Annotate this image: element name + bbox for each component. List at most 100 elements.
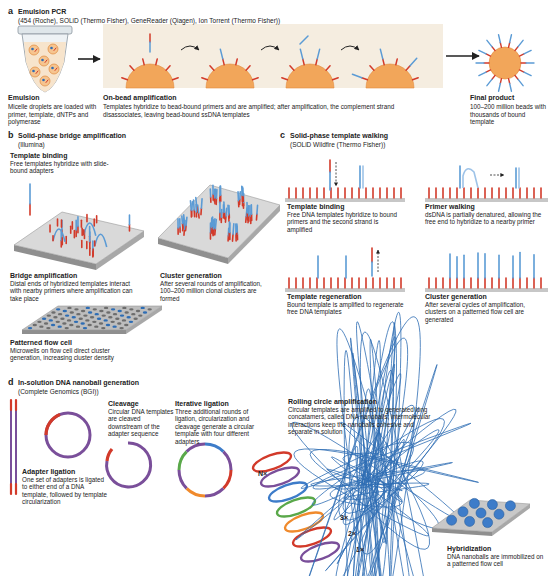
micelle — [39, 56, 49, 66]
dna-strand — [77, 226, 79, 232]
immobilized-nanoball — [447, 515, 457, 525]
flow-cell — [22, 306, 162, 330]
immobilized-nanoball — [469, 498, 479, 508]
bound-primer — [344, 188, 346, 198]
bound-primer — [337, 278, 339, 288]
microwell — [117, 322, 121, 324]
circular-template — [223, 452, 231, 470]
concatemer-loop — [259, 464, 301, 491]
dna-strand — [499, 83, 501, 91]
dna-strand — [72, 222, 74, 229]
template-dot — [32, 70, 35, 73]
microwell — [124, 311, 128, 313]
bound-primer — [330, 278, 332, 288]
tube-lid — [18, 26, 72, 34]
step-description: Free templates hybridize with slide-boun… — [10, 160, 120, 175]
dna-strand — [190, 210, 192, 216]
panel-heading: Cluster generation — [160, 272, 270, 280]
bound-primer — [323, 278, 325, 288]
dna-strand — [524, 72, 531, 75]
dna-strand — [515, 168, 517, 188]
dna-strand — [256, 214, 258, 220]
microwell — [147, 308, 151, 310]
immobilized-nanoball — [483, 518, 493, 528]
dna-template — [15, 402, 17, 492]
microwell — [47, 314, 51, 316]
bound-primer — [386, 278, 388, 288]
bound-primer — [379, 188, 381, 198]
microwell — [106, 324, 110, 326]
panel-subtitle: (Illumina) — [18, 141, 218, 149]
microwell — [112, 325, 116, 327]
dna-strand — [219, 202, 221, 213]
dna-strand — [487, 40, 492, 46]
adapter — [15, 400, 17, 410]
free-template — [29, 184, 31, 204]
dna-strand — [456, 257, 458, 278]
panel-heading: Hybridization — [447, 545, 547, 553]
dna-strand — [220, 186, 222, 195]
microwell — [92, 321, 96, 323]
microwell — [102, 314, 106, 316]
step-description: After several cycles of amplification, c… — [425, 301, 547, 323]
microwell — [90, 316, 94, 318]
bound-primer — [316, 278, 318, 288]
dna-strand — [83, 230, 85, 235]
step-heading: Final product — [470, 94, 550, 102]
dna-strand — [498, 255, 500, 278]
dna-strand — [177, 219, 179, 228]
bound-primer — [512, 188, 514, 198]
microwell — [133, 318, 137, 320]
adapter — [187, 488, 205, 496]
callout-number: 2× — [348, 530, 368, 538]
step-description: Microwells on flow cell direct cluster g… — [10, 347, 120, 362]
dna-strand — [512, 256, 514, 278]
dna-strand — [515, 76, 518, 80]
dna-strand — [213, 229, 215, 235]
tube-body — [22, 34, 68, 92]
dna-strand — [191, 211, 193, 217]
bound-primer — [498, 278, 500, 288]
template-dot — [31, 48, 34, 51]
dna-strand — [75, 220, 77, 230]
dna-strand — [215, 220, 217, 229]
dna-strand — [198, 213, 200, 218]
microwell — [110, 321, 114, 323]
microwell — [140, 307, 144, 309]
microwell — [122, 307, 126, 309]
bound-primer — [400, 278, 402, 288]
dna-strand — [81, 228, 83, 235]
dna-strand — [251, 214, 253, 220]
microwell — [99, 310, 103, 312]
bound-primer — [309, 188, 311, 198]
microwell — [72, 316, 76, 318]
microwell — [85, 319, 89, 321]
panel-heading: Emulsion PCR — [18, 8, 218, 16]
microwell — [65, 314, 69, 316]
panel-heading: Solid-phase bridge amplification — [18, 132, 268, 140]
bound-primer — [351, 278, 353, 288]
microwell — [120, 314, 124, 316]
primer-line — [54, 48, 56, 51]
dna-strand — [212, 194, 214, 200]
dna-strand — [499, 35, 501, 43]
step-description: Bound template is amplified to regenerat… — [287, 301, 405, 316]
dna-strand — [86, 215, 88, 222]
motion-arrow — [336, 162, 337, 186]
panel-heading: Cleavage — [108, 400, 178, 408]
panel-heading: Cluster generation — [425, 293, 545, 301]
bound-primer — [358, 278, 360, 288]
microwell — [51, 311, 55, 313]
dna-strand — [515, 47, 518, 51]
dna-strand — [486, 70, 491, 72]
panel-letter: b — [8, 131, 18, 140]
microwell — [83, 327, 87, 329]
dna-strand — [519, 70, 524, 72]
dna-strand — [216, 190, 218, 199]
microwell — [106, 311, 110, 313]
dna-strand — [533, 255, 535, 278]
step-description: Micelle droplets are loaded with primer,… — [8, 103, 98, 126]
step-description: Distal ends of hybridized templates inte… — [10, 280, 140, 302]
step-description: DNA nanoballs are immobilized on a patte… — [447, 553, 547, 568]
bound-primer — [386, 188, 388, 198]
